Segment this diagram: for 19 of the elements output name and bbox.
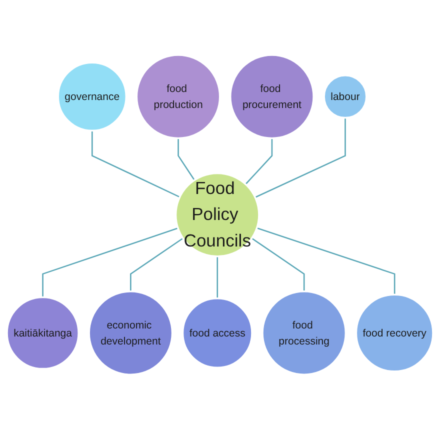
node-circle: governance (57, 62, 128, 132)
node-circle: food processing (262, 290, 347, 376)
connector (216, 256, 218, 299)
node-circle: Food Policy Councils (174, 172, 260, 258)
node-circle: food recovery (355, 294, 434, 372)
node-circle: food procurement (230, 54, 314, 140)
connector (254, 118, 346, 198)
connector (256, 228, 396, 295)
node-circle: labour (323, 74, 368, 119)
node-circle: food access (182, 298, 253, 369)
connector (245, 138, 273, 185)
node-circle: kaitiākitanga (6, 296, 80, 370)
connector (42, 228, 178, 298)
connector (178, 138, 195, 181)
node-circle: economic development (88, 290, 174, 376)
node-circle: food production (136, 54, 221, 140)
connector (130, 238, 184, 292)
connector (251, 238, 305, 292)
connector (91, 130, 180, 198)
